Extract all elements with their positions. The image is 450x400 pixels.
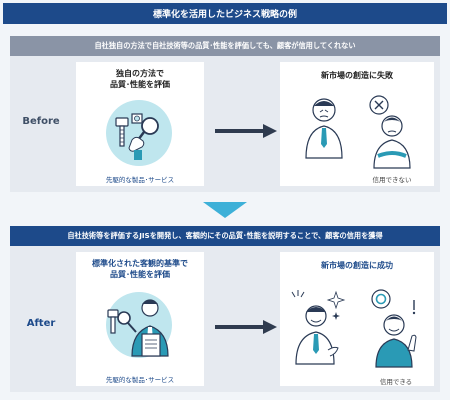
person-icon [373, 115, 411, 169]
before-left-card: 独自の方法で 品質･性能を評価 先駆的な製品･サービス [76, 62, 204, 186]
after-label: After [26, 318, 56, 329]
after-left-heading-2: 品質･性能を評価 [110, 270, 170, 279]
person-icon [375, 314, 417, 368]
before-right-card: 新市場の創造に失敗 信用できない [280, 62, 434, 186]
before-left-caption: 先駆的な製品･サービス [105, 176, 175, 184]
before-label: Before [22, 116, 60, 127]
after-left-heading-1: 標準化された客観的基準で [92, 259, 188, 268]
before-left-heading-2: 品質･性能を評価 [110, 80, 170, 89]
before-panel: 自社独自の方法で自社技術等の品質･性能を評価しても、顧客が信用してくれない Be… [10, 36, 440, 192]
arrow-right-icon [215, 124, 277, 138]
bolt-and-magnifier-icon [115, 113, 159, 160]
after-right-heading: 新市場の創造に成功 [321, 261, 393, 270]
person-icon [305, 98, 343, 159]
after-panel: 自社技術等を評価するJISを開発し、客観的にその品質･性能を説明することで、顧客… [10, 226, 440, 392]
before-right-heading: 新市場の創造に失敗 [321, 71, 393, 80]
person-icon [295, 305, 339, 365]
page-title: 標準化を活用したビジネス戦略の例 [3, 3, 447, 24]
before-left-heading-1: 独自の方法で [116, 69, 164, 78]
before-band: 自社独自の方法で自社技術等の品質･性能を評価しても、顧客が信用してくれない [10, 36, 440, 56]
circle-mark-icon [371, 289, 391, 309]
after-left-card: 標準化された客観的基準で 品質･性能を評価 先駆的な製品･サービス [76, 252, 204, 386]
sparkle-icon [412, 300, 416, 315]
arrow-right-icon [215, 320, 277, 334]
after-left-caption: 先駆的な製品･サービス [105, 376, 175, 384]
sparkle-icon [291, 290, 305, 298]
x-mark-icon [369, 95, 389, 115]
after-right-caption: 信用できる [379, 378, 413, 386]
after-right-card: 新市場の創造に成功 [280, 252, 434, 386]
after-band: 自社技術等を評価するJISを開発し、客観的にその品質･性能を説明することで、顧客… [10, 226, 440, 246]
bolt-and-magnifier-icon [107, 299, 169, 357]
sparkle-icon [326, 290, 346, 320]
before-right-caption: 信用できない [372, 176, 412, 184]
down-arrow-icon [203, 202, 247, 218]
